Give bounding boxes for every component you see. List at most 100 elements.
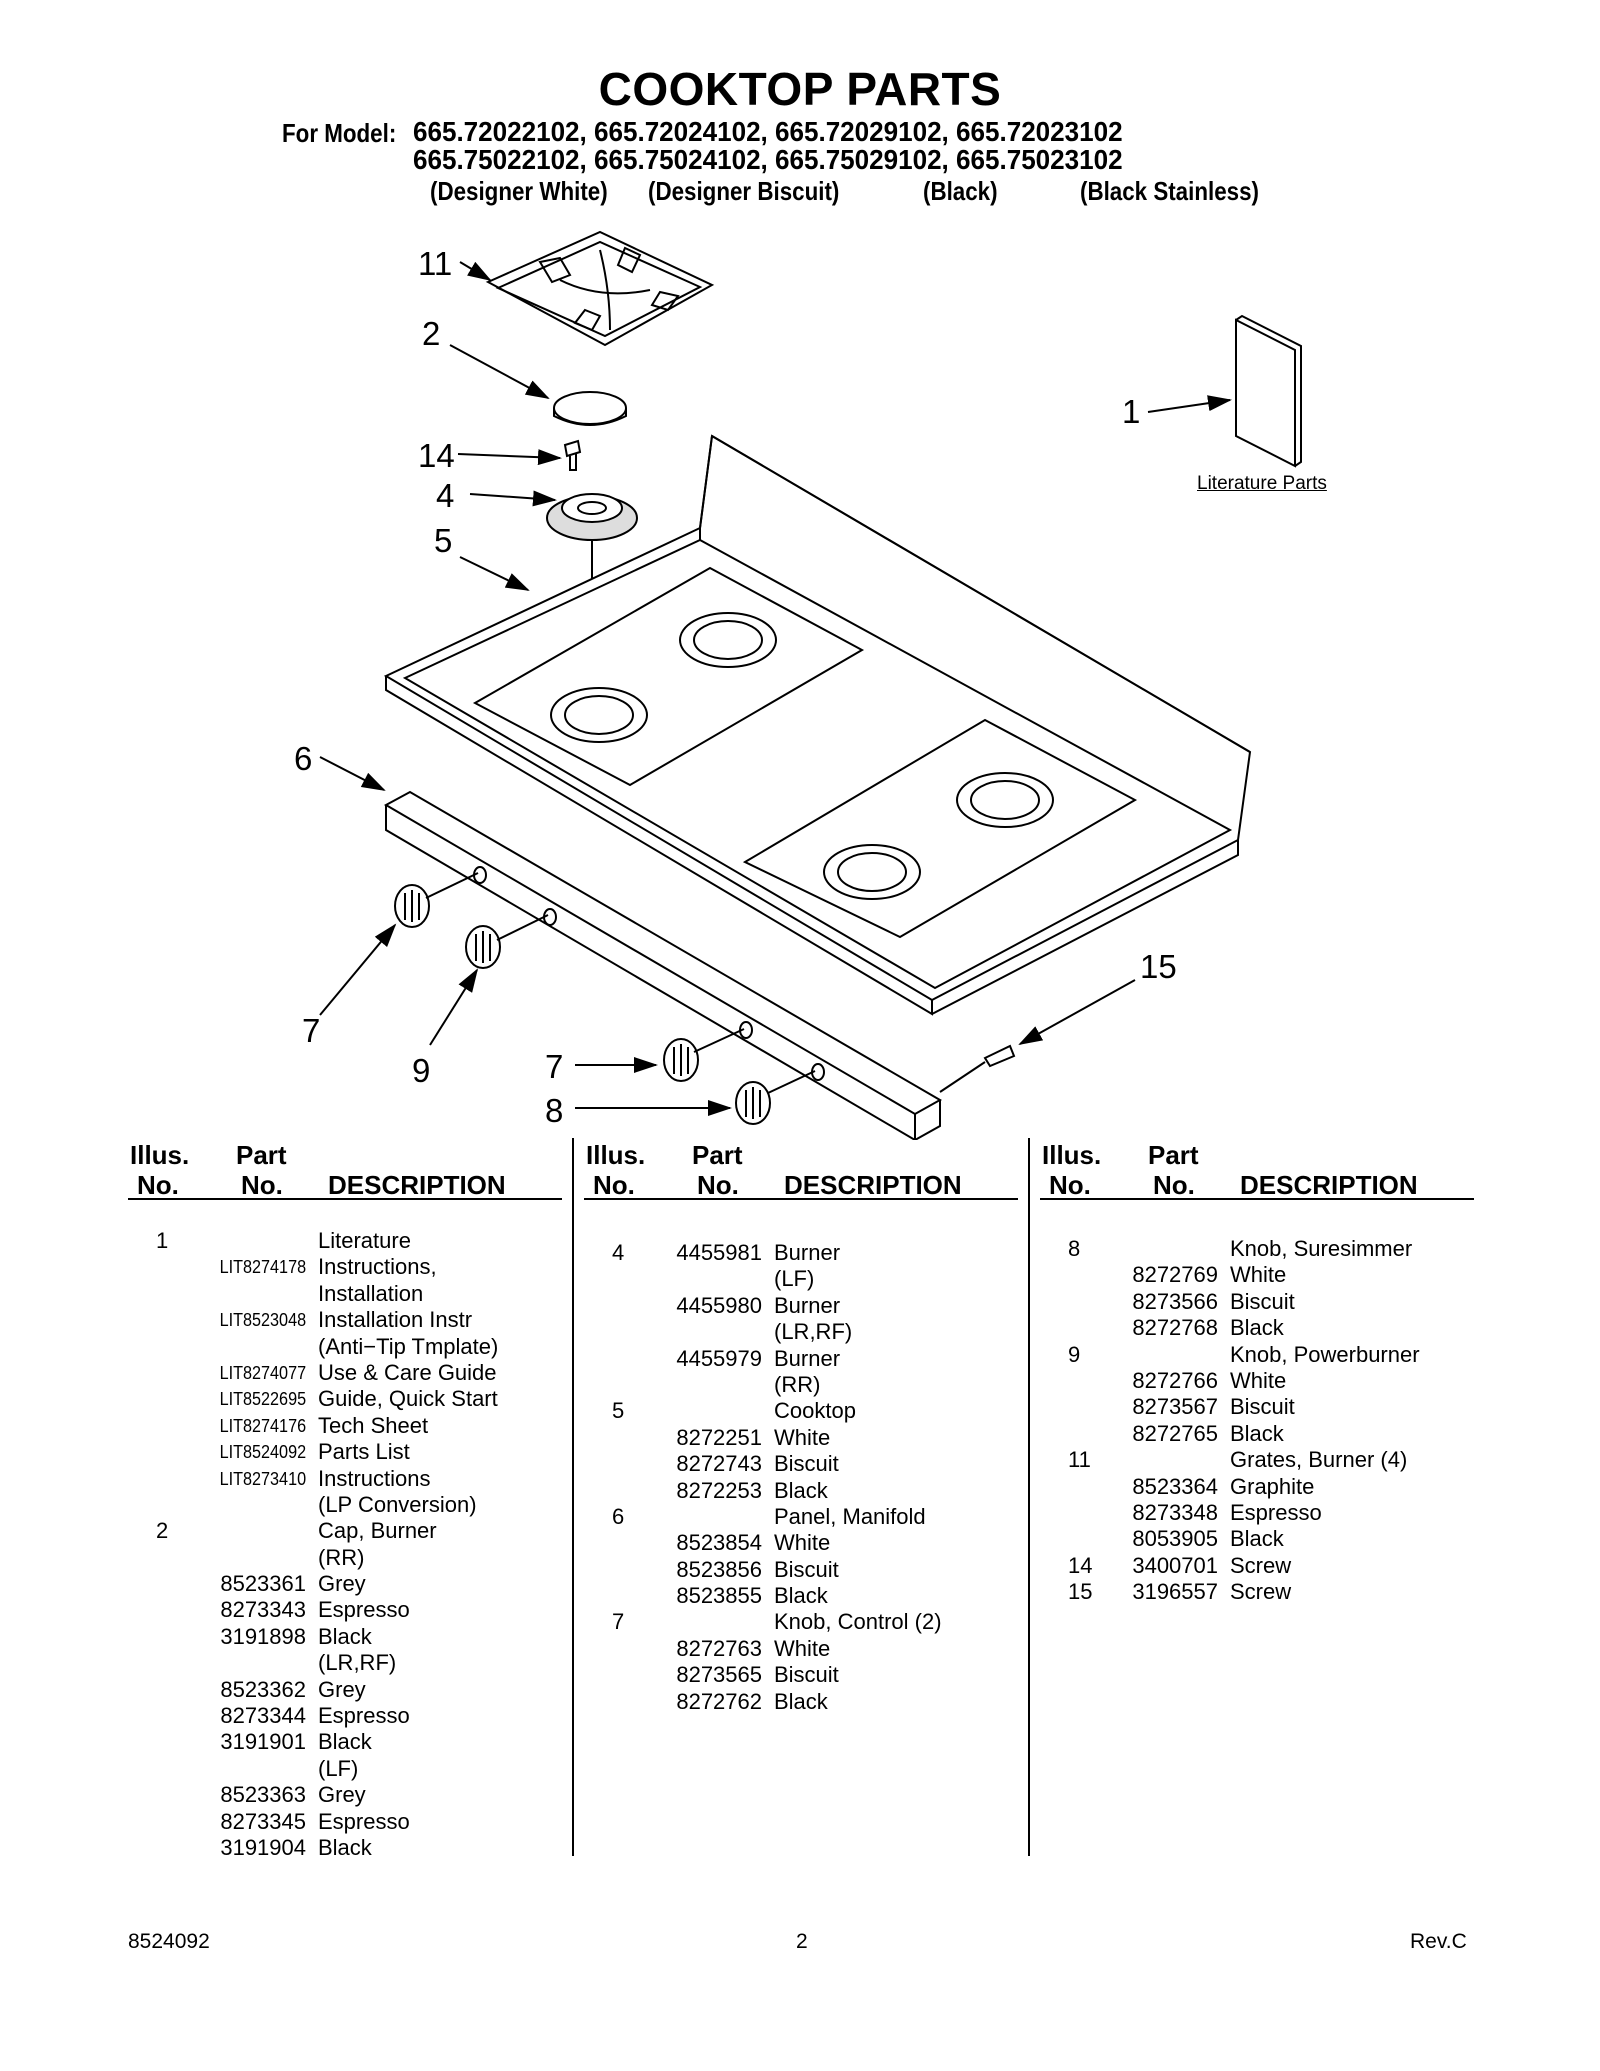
part-description: Instructions: [318, 1465, 431, 1491]
callout-2: 2: [422, 315, 441, 352]
part-description: Knob, Powerburner: [1230, 1341, 1420, 1367]
part-number: 4455979: [676, 1345, 762, 1371]
part-description: Cooktop: [774, 1398, 856, 1424]
for-model-label: For Model:: [282, 118, 397, 148]
part-number: 8273345: [220, 1808, 306, 1834]
model-line-1: 665.72022102, 665.72024102, 665.72029102…: [413, 116, 1123, 147]
part-description: (Anti−Tip Tmplate): [318, 1333, 499, 1359]
part-description: White: [1230, 1367, 1287, 1393]
part-description: Espresso: [318, 1703, 410, 1729]
parts-row: 8273344 Espresso: [128, 1703, 568, 1729]
part-description: Use & Care Guide: [318, 1359, 497, 1385]
part-description: Biscuit: [774, 1556, 839, 1582]
parts-row: LIT8524092 Parts List: [128, 1439, 568, 1465]
part-description: Burner: [774, 1345, 841, 1371]
part-description: Graphite: [1230, 1473, 1315, 1499]
parts-row: (LR,RF): [584, 1319, 1024, 1345]
parts-row: Installation: [128, 1281, 568, 1307]
illus-number: 8: [1068, 1236, 1081, 1261]
knob-drawings: [394, 884, 771, 1125]
burner-head-drawing: [546, 493, 638, 541]
part-number: 8273348: [1132, 1499, 1218, 1525]
illus-number: 7: [612, 1609, 625, 1635]
illus-number: 4: [612, 1240, 625, 1265]
part-description: Screw: [1230, 1552, 1292, 1578]
part-description: Literature: [318, 1228, 411, 1253]
finish-designer-biscuit: (Designer Biscuit): [648, 176, 840, 206]
part-number: LIT8274077: [219, 1362, 306, 1383]
part-number: LIT8273410: [219, 1468, 306, 1489]
part-description: Grey: [318, 1782, 366, 1808]
finish-designer-white: (Designer White): [430, 176, 608, 206]
part-description: Biscuit: [774, 1451, 839, 1477]
part-description: (LF): [318, 1755, 359, 1781]
part-number: 8272251: [676, 1424, 762, 1450]
literature-parts-drawing: [1235, 314, 1302, 468]
parts-row: LIT8274077 Use & Care Guide: [128, 1360, 568, 1386]
illus-number: 6: [612, 1503, 625, 1529]
part-number: 8272765: [1132, 1420, 1218, 1446]
parts-row: (LF): [128, 1756, 568, 1782]
part-number: 8523362: [220, 1676, 306, 1702]
part-number: 8273565: [676, 1662, 762, 1688]
part-number: 8272762: [676, 1688, 762, 1714]
header-illus: Illus.: [586, 1140, 646, 1170]
part-description: (LR,RF): [774, 1319, 853, 1345]
part-description: Black: [774, 1583, 828, 1609]
revision-label: Rev.C: [1410, 1930, 1467, 1953]
part-description: Black: [774, 1477, 828, 1503]
part-description: Parts List: [318, 1439, 410, 1465]
cooktop-drawing: [383, 434, 1252, 1016]
part-description: Biscuit: [1230, 1394, 1295, 1420]
part-description: Knob, Suresimmer: [1230, 1236, 1413, 1261]
column-divider: [572, 1138, 574, 1856]
part-description: White: [774, 1635, 831, 1661]
part-number: 8523364: [1132, 1473, 1218, 1499]
parts-row: LIT8273410 Instructions: [128, 1466, 568, 1492]
parts-row: (Anti−Tip Tmplate): [128, 1334, 568, 1360]
part-number: 8273344: [220, 1703, 306, 1729]
part-description: Biscuit: [1230, 1288, 1295, 1314]
part-number: 8523856: [676, 1556, 762, 1582]
callout-9: 9: [412, 1052, 431, 1089]
part-number: 3191901: [220, 1729, 306, 1755]
part-number: 8272763: [676, 1635, 762, 1661]
callout-7a: 7: [302, 1012, 321, 1049]
part-number: 8272743: [676, 1451, 762, 1477]
finish-black-stainless: (Black Stainless): [1080, 176, 1259, 206]
parts-row: 8523364 Graphite: [1040, 1474, 1480, 1500]
header-illus-no: No.: [137, 1170, 179, 1200]
parts-row: (RR): [584, 1372, 1024, 1398]
header-illus-no: No.: [1049, 1170, 1091, 1200]
part-description: Screw: [1230, 1579, 1292, 1605]
part-description: Tech Sheet: [318, 1412, 429, 1438]
part-number: LIT8524092: [219, 1442, 306, 1463]
part-description: Espresso: [318, 1808, 410, 1834]
parts-row: 8523856 Biscuit: [584, 1557, 1024, 1583]
header-part-no: No.: [697, 1170, 739, 1200]
part-number: LIT8274176: [219, 1415, 306, 1436]
part-description: Instructions,: [318, 1254, 437, 1280]
literature-parts-label: Literature Parts: [1197, 473, 1327, 494]
part-number: 3191904: [220, 1834, 306, 1860]
burner-grate-drawing: [485, 230, 715, 347]
header-description: DESCRIPTION: [784, 1170, 962, 1200]
part-number: 4455980: [676, 1292, 762, 1318]
